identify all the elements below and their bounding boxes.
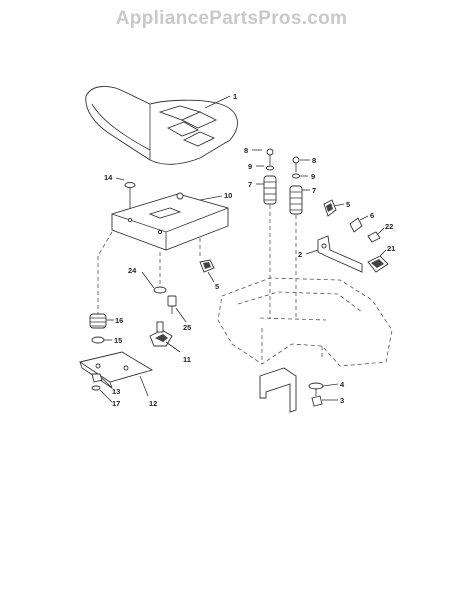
callout-10: 10 — [224, 191, 232, 200]
washer-15[interactable] — [91, 336, 105, 344]
callout-9a: 9 — [248, 162, 252, 171]
callout-1: 1 — [233, 92, 237, 101]
fender-outline — [217, 277, 393, 367]
spring-left[interactable] — [263, 175, 277, 205]
callout-8b: 8 — [312, 156, 316, 165]
callout-15: 15 — [114, 336, 122, 345]
nut-22[interactable] — [367, 231, 381, 243]
bolt-25[interactable] — [167, 295, 177, 314]
callout-9b: 9 — [311, 172, 315, 181]
bolt-5-upper[interactable] — [323, 199, 337, 217]
callout-2: 2 — [298, 250, 302, 259]
washer-24[interactable] — [153, 286, 167, 294]
callout-13: 13 — [112, 387, 120, 396]
clip-6[interactable] — [349, 217, 363, 233]
screw-right[interactable] — [292, 156, 300, 172]
callout-12: 12 — [149, 399, 157, 408]
nut-13[interactable] — [91, 373, 103, 383]
seat[interactable] — [85, 86, 238, 165]
callout-8a: 8 — [244, 146, 248, 155]
washer-right[interactable] — [292, 173, 300, 179]
callout-5a: 5 — [346, 200, 350, 209]
callout-6: 6 — [370, 211, 374, 220]
callout-4: 4 — [340, 380, 345, 389]
callout-7a: 7 — [248, 180, 252, 189]
callout-11: 11 — [183, 355, 191, 364]
callout-3: 3 — [340, 396, 344, 405]
spring-right[interactable] — [289, 185, 303, 215]
bolt-14[interactable] — [124, 182, 136, 211]
seat-switch[interactable] — [367, 255, 389, 273]
callout-25: 25 — [183, 323, 191, 332]
washer-17[interactable] — [91, 385, 101, 391]
callout-7b: 7 — [312, 186, 316, 195]
pivot-bracket[interactable] — [317, 235, 363, 273]
callout-14: 14 — [104, 173, 113, 182]
callout-16: 16 — [115, 316, 123, 325]
washer-left[interactable] — [266, 165, 274, 171]
spring-16[interactable] — [89, 313, 107, 329]
callout-21: 21 — [387, 244, 395, 253]
bolt-5-lower[interactable] — [199, 259, 215, 273]
callout-24: 24 — [128, 266, 137, 275]
lower-bracket[interactable] — [259, 367, 297, 413]
callout-22: 22 — [385, 222, 393, 231]
bracket-plate[interactable] — [78, 351, 154, 389]
seat-pan[interactable] — [111, 192, 229, 251]
callout-17: 17 — [112, 399, 120, 408]
watermark: AppliancePartsPros.com — [115, 8, 348, 29]
bolt-3[interactable] — [311, 388, 323, 407]
screw-left[interactable] — [266, 148, 274, 165]
adjustment-knob[interactable] — [149, 321, 173, 347]
callout-5b: 5 — [215, 282, 219, 291]
